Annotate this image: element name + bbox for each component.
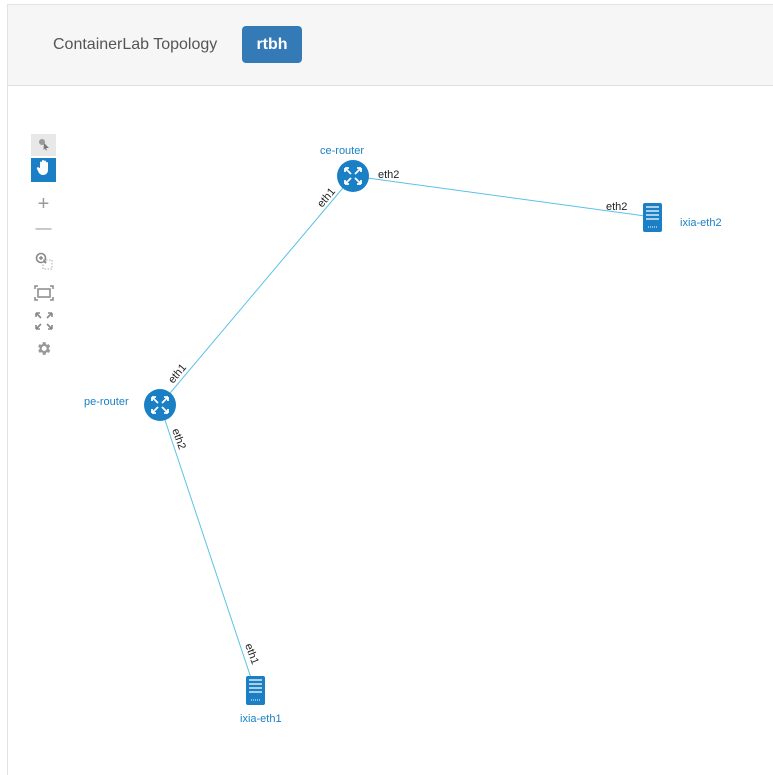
minus-icon: — <box>35 220 52 237</box>
lab-name-button[interactable]: rtbh <box>242 26 302 63</box>
zoom-out-button[interactable]: — <box>31 218 56 240</box>
server-icon <box>643 203 662 232</box>
node-label: ixia-eth2 <box>680 217 722 229</box>
zoom-selection-button[interactable] <box>31 252 56 274</box>
node-ixia-eth1[interactable]: ixia-eth1 <box>240 676 282 725</box>
node-ce-router[interactable]: ce-router <box>320 145 369 192</box>
link-ce-router-ixia-eth2[interactable] <box>352 175 653 218</box>
server-icon <box>246 676 265 705</box>
fullscreen-icon <box>34 311 53 335</box>
fit-frame-icon <box>33 284 54 306</box>
zoom-region-icon <box>34 251 54 276</box>
link-label: eth2 <box>169 427 188 451</box>
plus-icon: + <box>37 192 50 215</box>
zoom-in-button[interactable]: + <box>31 193 56 215</box>
topology-frame <box>7 4 773 775</box>
router-arrows-icon <box>151 396 169 414</box>
node-label: pe-router <box>84 396 129 408</box>
pointer-select-icon <box>37 135 51 156</box>
pan-mode-button[interactable] <box>31 158 56 182</box>
fit-button[interactable] <box>31 284 56 306</box>
node-pe-router[interactable]: pe-router <box>84 389 176 421</box>
node-ixia-eth2[interactable]: ixia-eth2 <box>643 203 722 232</box>
link-label: eth2 <box>606 201 627 213</box>
node-label: ce-router <box>320 145 364 157</box>
link-pe-router-ixia-eth1[interactable] <box>159 404 256 691</box>
page-title: ContainerLab Topology <box>53 36 218 53</box>
link-label: eth1 <box>242 642 261 666</box>
select-mode-button[interactable] <box>31 134 56 156</box>
router-icon <box>337 160 369 192</box>
router-arrows-icon <box>344 167 362 185</box>
router-icon <box>144 389 176 421</box>
fullscreen-button[interactable] <box>31 311 56 335</box>
hand-icon <box>36 159 52 182</box>
link-label: eth2 <box>378 169 399 181</box>
link-pe-router-ce-router[interactable] <box>159 175 354 406</box>
node-label: ixia-eth1 <box>240 713 282 725</box>
gear-icon <box>35 340 52 362</box>
settings-button[interactable] <box>31 340 56 362</box>
header-bar: ContainerLab Topology rtbh <box>8 5 773 86</box>
